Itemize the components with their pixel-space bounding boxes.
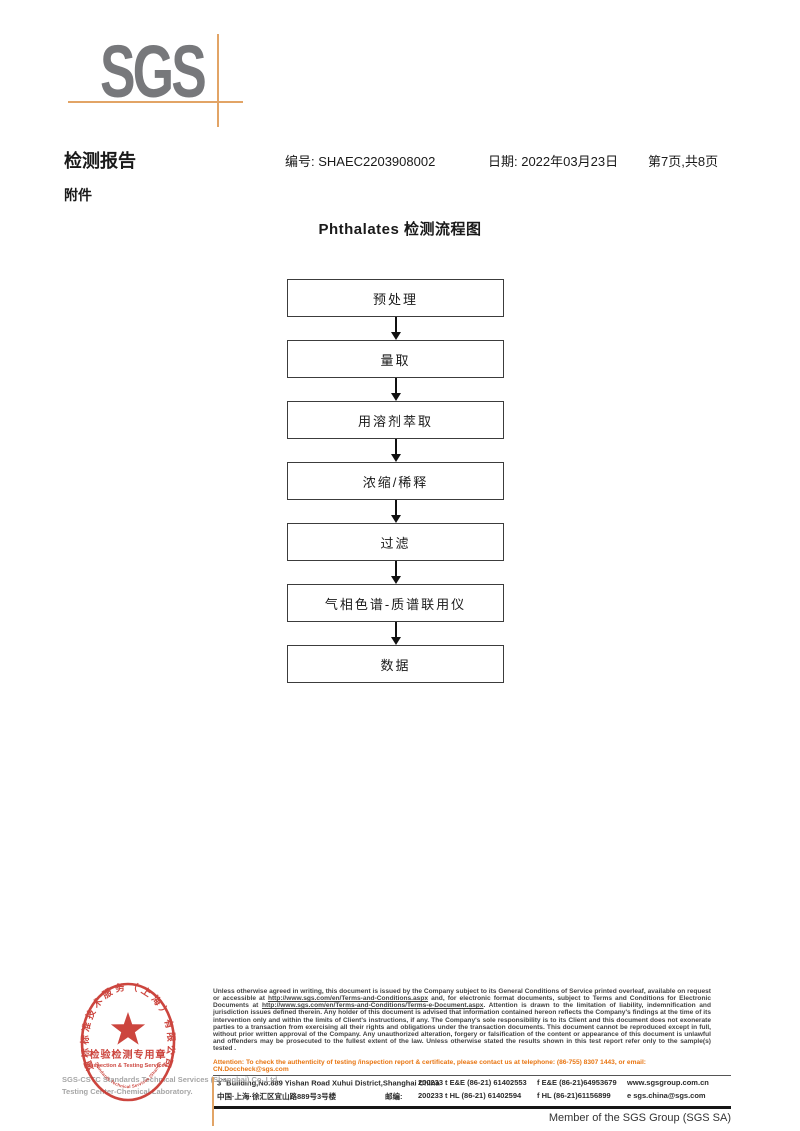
down-arrow-icon: [287, 439, 504, 462]
postal-code-cn: 200233: [418, 1091, 444, 1100]
attention-notice: Attention: To check the authenticity of …: [213, 1059, 646, 1074]
logo-crosshair-horizontal: [68, 101, 243, 103]
flowchart: 预处理 量取 用溶剂萃取: [287, 279, 504, 683]
report-date: 日期: 2022年03月23日: [488, 154, 619, 169]
flowchart-box: 气相色谱-质谱联用仪: [287, 584, 504, 622]
flowchart-step: 量取: [287, 340, 504, 401]
down-arrow-icon: [287, 378, 504, 401]
address-chinese: 中国·上海·徐汇区宜山路889号3号楼: [217, 1092, 337, 1101]
flowchart-step: 气相色谱-质谱联用仪: [287, 584, 504, 645]
flowchart-box: 过滤: [287, 523, 504, 561]
legal-segment: Unless otherwise agreed in writing, this…: [213, 988, 711, 1003]
down-arrow-icon: [287, 317, 504, 340]
email-address: e sgs.china@sgs.com: [627, 1091, 706, 1100]
company-lab-name: Testing Center-Chemical Laboratory.: [62, 1087, 193, 1096]
flowchart-step-label: 数据: [380, 657, 411, 673]
stamp-center-cn: 检验检测专用章: [90, 1048, 167, 1061]
page-indicator: 第7页,共8页: [648, 154, 719, 169]
flowchart-box: 量取: [287, 340, 504, 378]
flowchart-box: 用溶剂萃取: [287, 401, 504, 439]
legal-segment: and, for electronic format documents, su…: [213, 995, 711, 1010]
flowchart-box: 预处理: [287, 279, 504, 317]
postal-label-cn: 邮编:: [385, 1092, 403, 1101]
flowchart-step: 数据: [287, 645, 504, 683]
postal-code-en: 200233: [418, 1078, 444, 1087]
legal-segment: . Attention is drawn to the limitation o…: [213, 1002, 711, 1053]
flowchart-box: 浓缩/稀释: [287, 462, 504, 500]
star-icon: [110, 1012, 146, 1045]
flowchart-step: 过滤: [287, 523, 504, 584]
flowchart-step-label: 浓缩/稀释: [362, 474, 429, 490]
footer-divider-thin: [213, 1075, 731, 1076]
flowchart-title: Phthalates 检测流程图: [318, 221, 482, 238]
flowchart-box: 数据: [287, 645, 504, 683]
flowchart-step: 浓缩/稀释: [287, 462, 504, 523]
inspection-stamp-seal: 通标标准技术服务（上海）有限公司 SGS-CSTC Standards Tech…: [70, 980, 176, 1102]
tel-hl: t HL (86-21) 61402594: [445, 1091, 522, 1100]
sgs-member-note: Member of the SGS Group (SGS SA): [548, 1112, 731, 1124]
stamp-center-en: Inspection & Testing Services: [88, 1063, 167, 1069]
logo-crosshair-vertical: [217, 34, 219, 127]
website: www.sgsgroup.com.cn: [627, 1078, 709, 1087]
attachment-label: 附件: [64, 187, 92, 203]
flowchart-step: 预处理: [287, 279, 504, 340]
fax-ee: f E&E (86-21)64953679: [537, 1078, 617, 1087]
tel-ee: t E&E (86-21) 61402553: [445, 1078, 527, 1087]
report-number: 编号: SHAEC2203908002: [285, 154, 436, 169]
flowchart-step-label: 用溶剂萃取: [357, 413, 433, 429]
flowchart-step-label: 量取: [380, 352, 411, 368]
report-title: 检测报告: [64, 151, 136, 171]
address-english: 3rdBuilding,No.889 Yishan Road Xuhui Dis…: [217, 1078, 440, 1088]
down-arrow-icon: [287, 561, 504, 584]
legal-segment: http://www.sgs.com/en/Terms-and-Conditio…: [261, 1002, 484, 1010]
flowchart-step-label: 预处理: [372, 291, 418, 307]
fax-hl: f HL (86-21)61156899: [537, 1091, 611, 1100]
flowchart-step: 用溶剂萃取: [287, 401, 504, 462]
flowchart-step-label: 气相色谱-质谱联用仪: [324, 596, 467, 612]
footer-accent-vertical: [212, 1077, 214, 1126]
flowchart-step-label: 过滤: [380, 535, 411, 551]
legal-segment: http://www.sgs.com/en/Terms-and-Conditio…: [267, 995, 429, 1003]
footer-divider-thick: [213, 1106, 731, 1109]
down-arrow-icon: [287, 622, 504, 645]
company-name-en: SGS-CSTC Standards Technical Services (S…: [62, 1075, 280, 1084]
sgs-logo: SGS: [100, 30, 207, 113]
down-arrow-icon: [287, 500, 504, 523]
legal-disclaimer: Unless otherwise agreed in writing, this…: [213, 988, 711, 1052]
